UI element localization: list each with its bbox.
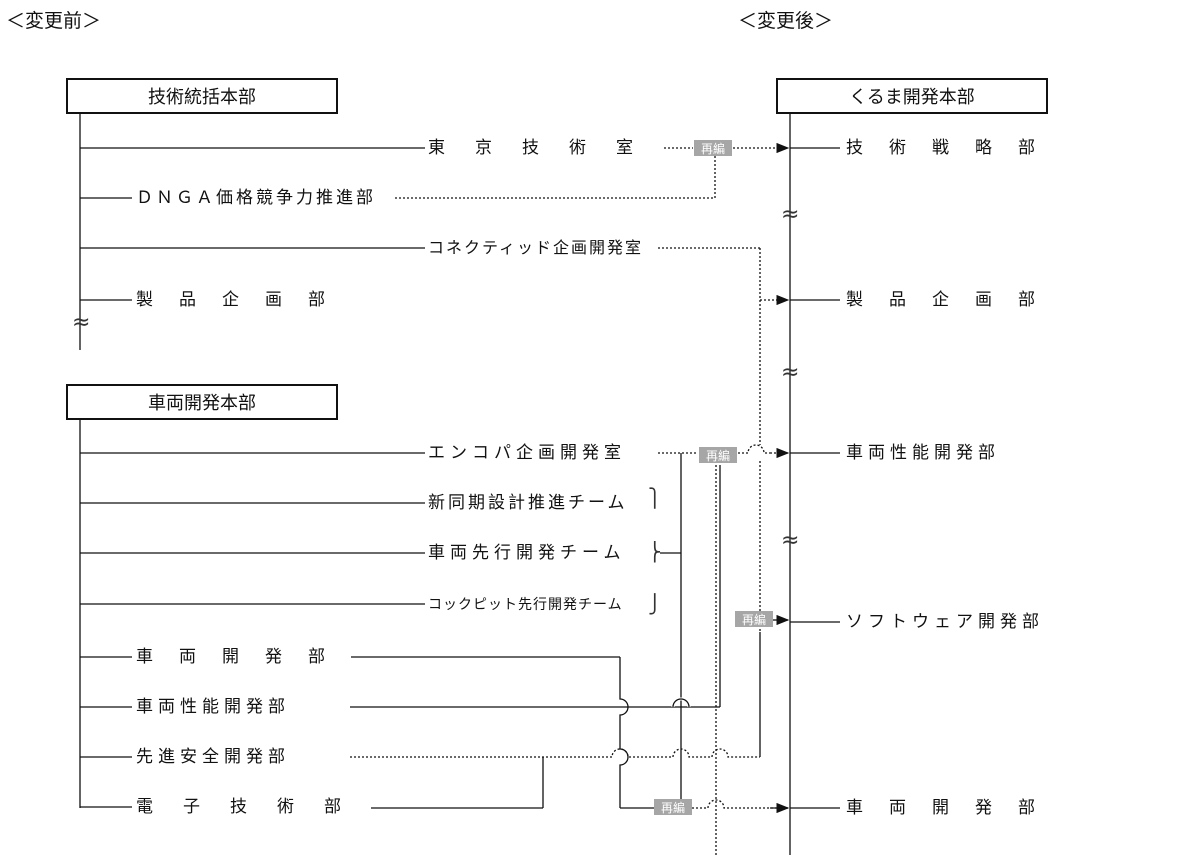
item-enkopa: エンコパ企画開発室 [428, 443, 626, 463]
team-bracket-mid: ⎬ [648, 542, 662, 563]
flow-sk-down [619, 657, 629, 808]
item-connected: コネクティッド企画開発室 [428, 238, 644, 258]
flow-after-tag [692, 799, 788, 809]
item-tokyo: 東京技術室 [428, 138, 663, 158]
item-seino-left: 車両性能開発部 [136, 697, 290, 717]
after-heading: ＜変更後＞ [738, 10, 834, 32]
item-sharyo-senko: 車両先行開発チーム [428, 543, 626, 563]
item-sharyo-kaihatsu-right: 車両開発部 [846, 798, 1061, 818]
item-product-left: 製品企画部 [136, 290, 351, 310]
item-product-right: 製品企画部 [846, 290, 1061, 310]
vehicle-hq-box: 車両開発本部 [66, 384, 338, 420]
reorg-tag-2: 再編 [699, 447, 737, 463]
item-senshin: 先進安全開発部 [136, 747, 290, 767]
omission-mark-1: ≈ [781, 202, 800, 227]
team-bracket-bottom: ⎭ [648, 594, 662, 615]
item-cockpit: コックピット先行開発チーム [428, 595, 623, 615]
item-denshi: 電子技術部 [136, 797, 371, 817]
before-heading: ＜変更前＞ [6, 10, 102, 32]
flow-hop-707b [672, 698, 690, 708]
omission-mark-3: ≈ [781, 528, 800, 553]
item-dnga: ＤＮＧＡ価格競争力推進部 [136, 188, 376, 208]
flow-hop-453 [738, 444, 770, 454]
team-bracket-top: ⎫ [648, 488, 662, 509]
item-software: ソフトウェア開発部 [846, 612, 1044, 632]
item-seino-right: 車両性能開発部 [846, 443, 1000, 463]
reorg-tag-4: 再編 [654, 799, 692, 815]
omission-mark-2: ≈ [781, 360, 800, 385]
flow-senshin [350, 748, 760, 758]
omission-mark-left: ≈ [72, 310, 91, 335]
reorg-tag-1: 再編 [694, 140, 732, 156]
item-sharyo-kaihatsu-left: 車両開発部 [136, 647, 351, 667]
kuruma-hq-box: くるま開発本部 [776, 78, 1048, 114]
tech-hq-box: 技術統括本部 [66, 78, 338, 114]
item-senryaku: 技術戦略部 [846, 138, 1061, 158]
reorg-tag-3: 再編 [735, 611, 773, 627]
item-shindouki: 新同期設計推進チーム [428, 493, 628, 513]
